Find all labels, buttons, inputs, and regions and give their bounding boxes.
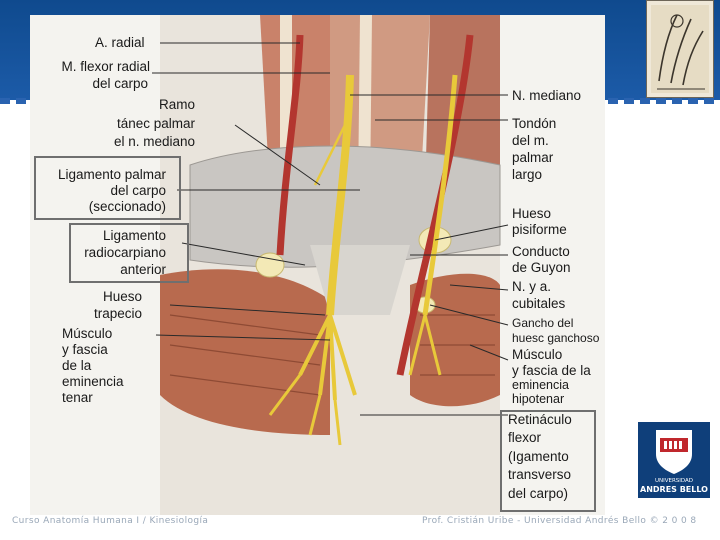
label-retinaculo-1: Retináculo (508, 412, 572, 427)
label-ramo-2: tánec palmar (116, 116, 195, 131)
label-musculo-hipotenar-4: hipotenar (512, 392, 565, 406)
label-conducto-guyon-2: de Guyon (512, 260, 571, 275)
label-nervio-arteria-cubital-1: N. y a. (512, 279, 552, 294)
wrist-illustration (152, 15, 509, 515)
label-musculo-hipotenar-1: Músculo (512, 347, 563, 362)
label-tendon-3: palmar (512, 150, 554, 165)
label-conducto-guyon-1: Conducto (512, 244, 570, 259)
label-lig-palmar-2: del carpo (110, 183, 166, 198)
label-lig-radio-2: radiocarpiano (84, 245, 166, 260)
label-flexor-radial-1: M. flexor radial (61, 59, 150, 74)
logo-line-2: ANDRES BELLO (640, 485, 708, 494)
label-musculo-hipotenar-2: y fascia de la (512, 363, 591, 378)
shield-icon: UNIVERSIDAD ANDRES BELLO (638, 422, 710, 498)
label-hueso-trapecio-2: trapecio (93, 306, 142, 321)
label-retinaculo-4: transverso (508, 467, 572, 482)
label-musculo-tenar-5: tenar (62, 390, 93, 405)
label-musculo-tenar-4: eminencia (62, 374, 124, 389)
label-musculo-tenar-2: y fascia (62, 342, 108, 357)
logo-line-1: UNIVERSIDAD (655, 478, 693, 484)
label-retinaculo-2: flexor (508, 430, 542, 445)
wrist-anatomy-figure (30, 15, 605, 515)
footer-author: Prof. Cristián Uribe - Universidad André… (422, 516, 697, 526)
label-retinaculo-3: (Igamento (508, 449, 569, 464)
label-nervio-arteria-cubital-2: cubitales (512, 296, 566, 311)
label-flexor-radial-2: del carpo (92, 76, 148, 91)
label-hueso-trapecio-1: Hueso (102, 289, 142, 304)
label-nervio-mediano: N. mediano (512, 88, 582, 103)
box-ligamento-palmar (34, 156, 181, 220)
label-retinaculo-5: del carpo) (508, 486, 569, 501)
label-tendon-4: largo (512, 167, 543, 182)
label-musculo-hipotenar-3: eminencia (512, 378, 569, 392)
label-tendon-1: Tondón (512, 116, 557, 131)
label-hueso-pisiforme-1: Hueso (512, 206, 552, 221)
label-tendon-2: del m. (512, 133, 549, 148)
engraving-thumbnail (646, 0, 714, 98)
label-musculo-tenar-3: de la (62, 358, 92, 373)
label-lig-palmar-1: Ligamento palmar (57, 167, 166, 182)
box-retinaculo-flexor (500, 410, 596, 512)
label-gancho-2: huesc ganchoso (512, 331, 600, 345)
university-logo: UNIVERSIDAD ANDRES BELLO (638, 422, 710, 498)
footer-course: Curso Anatomía Humana I / Kinesiología (12, 516, 209, 526)
label-gancho-1: Gancho del (512, 316, 574, 330)
label-hueso-pisiforme-2: pisiforme (512, 222, 567, 237)
label-ramo-3: el n. mediano (113, 134, 195, 149)
label-arteria-radial: A. radial (95, 35, 145, 50)
label-ramo-1: Ramo (158, 97, 195, 112)
label-lig-radio-3: anterior (120, 262, 166, 277)
label-lig-radio-1: Ligamento (102, 228, 166, 243)
label-lig-palmar-3: (seccionado) (88, 199, 166, 214)
box-ligamento-radiocarpiano (69, 223, 189, 283)
label-musculo-tenar-1: Músculo (62, 326, 113, 341)
